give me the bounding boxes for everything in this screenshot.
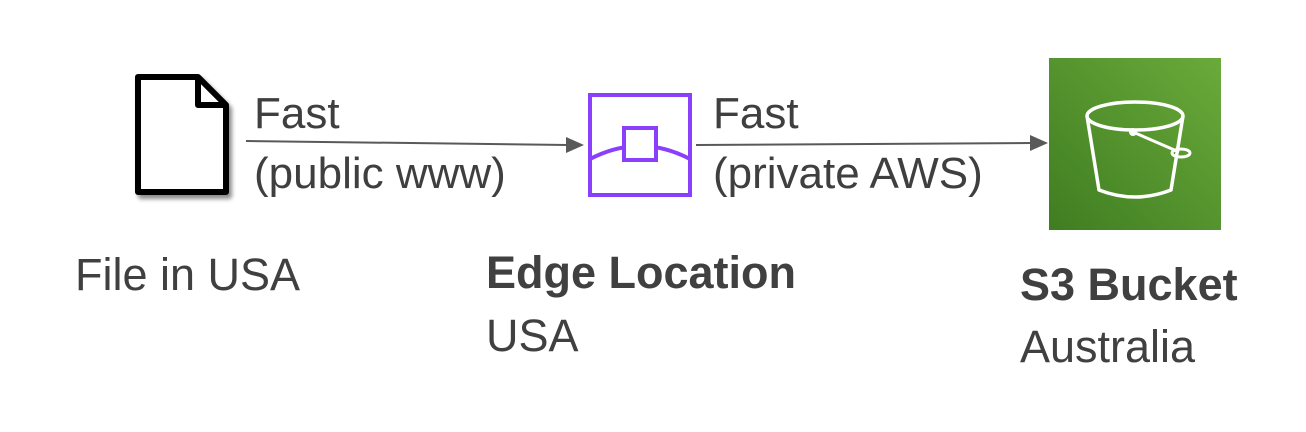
edge-location-title: Edge Location: [486, 247, 797, 298]
edge-label-line1: Fast: [713, 89, 799, 138]
s3-bucket-subtitle: Australia: [1020, 321, 1196, 372]
file-caption: File in USA: [75, 249, 301, 300]
edge-location-subtitle: USA: [486, 310, 579, 361]
edge-label-line1: Fast: [254, 89, 340, 138]
s3-bucket-title: S3 Bucket: [1020, 259, 1238, 310]
s3-bucket-icon: [1049, 58, 1221, 230]
edge-location-icon: [588, 93, 694, 199]
edge-label-line2: (public www): [254, 149, 506, 198]
document-icon: [128, 72, 238, 207]
arrow-file-to-edge: [246, 134, 586, 154]
arrow-edge-to-bucket: [696, 134, 1050, 154]
edge-label-line2: (private AWS): [713, 149, 983, 198]
